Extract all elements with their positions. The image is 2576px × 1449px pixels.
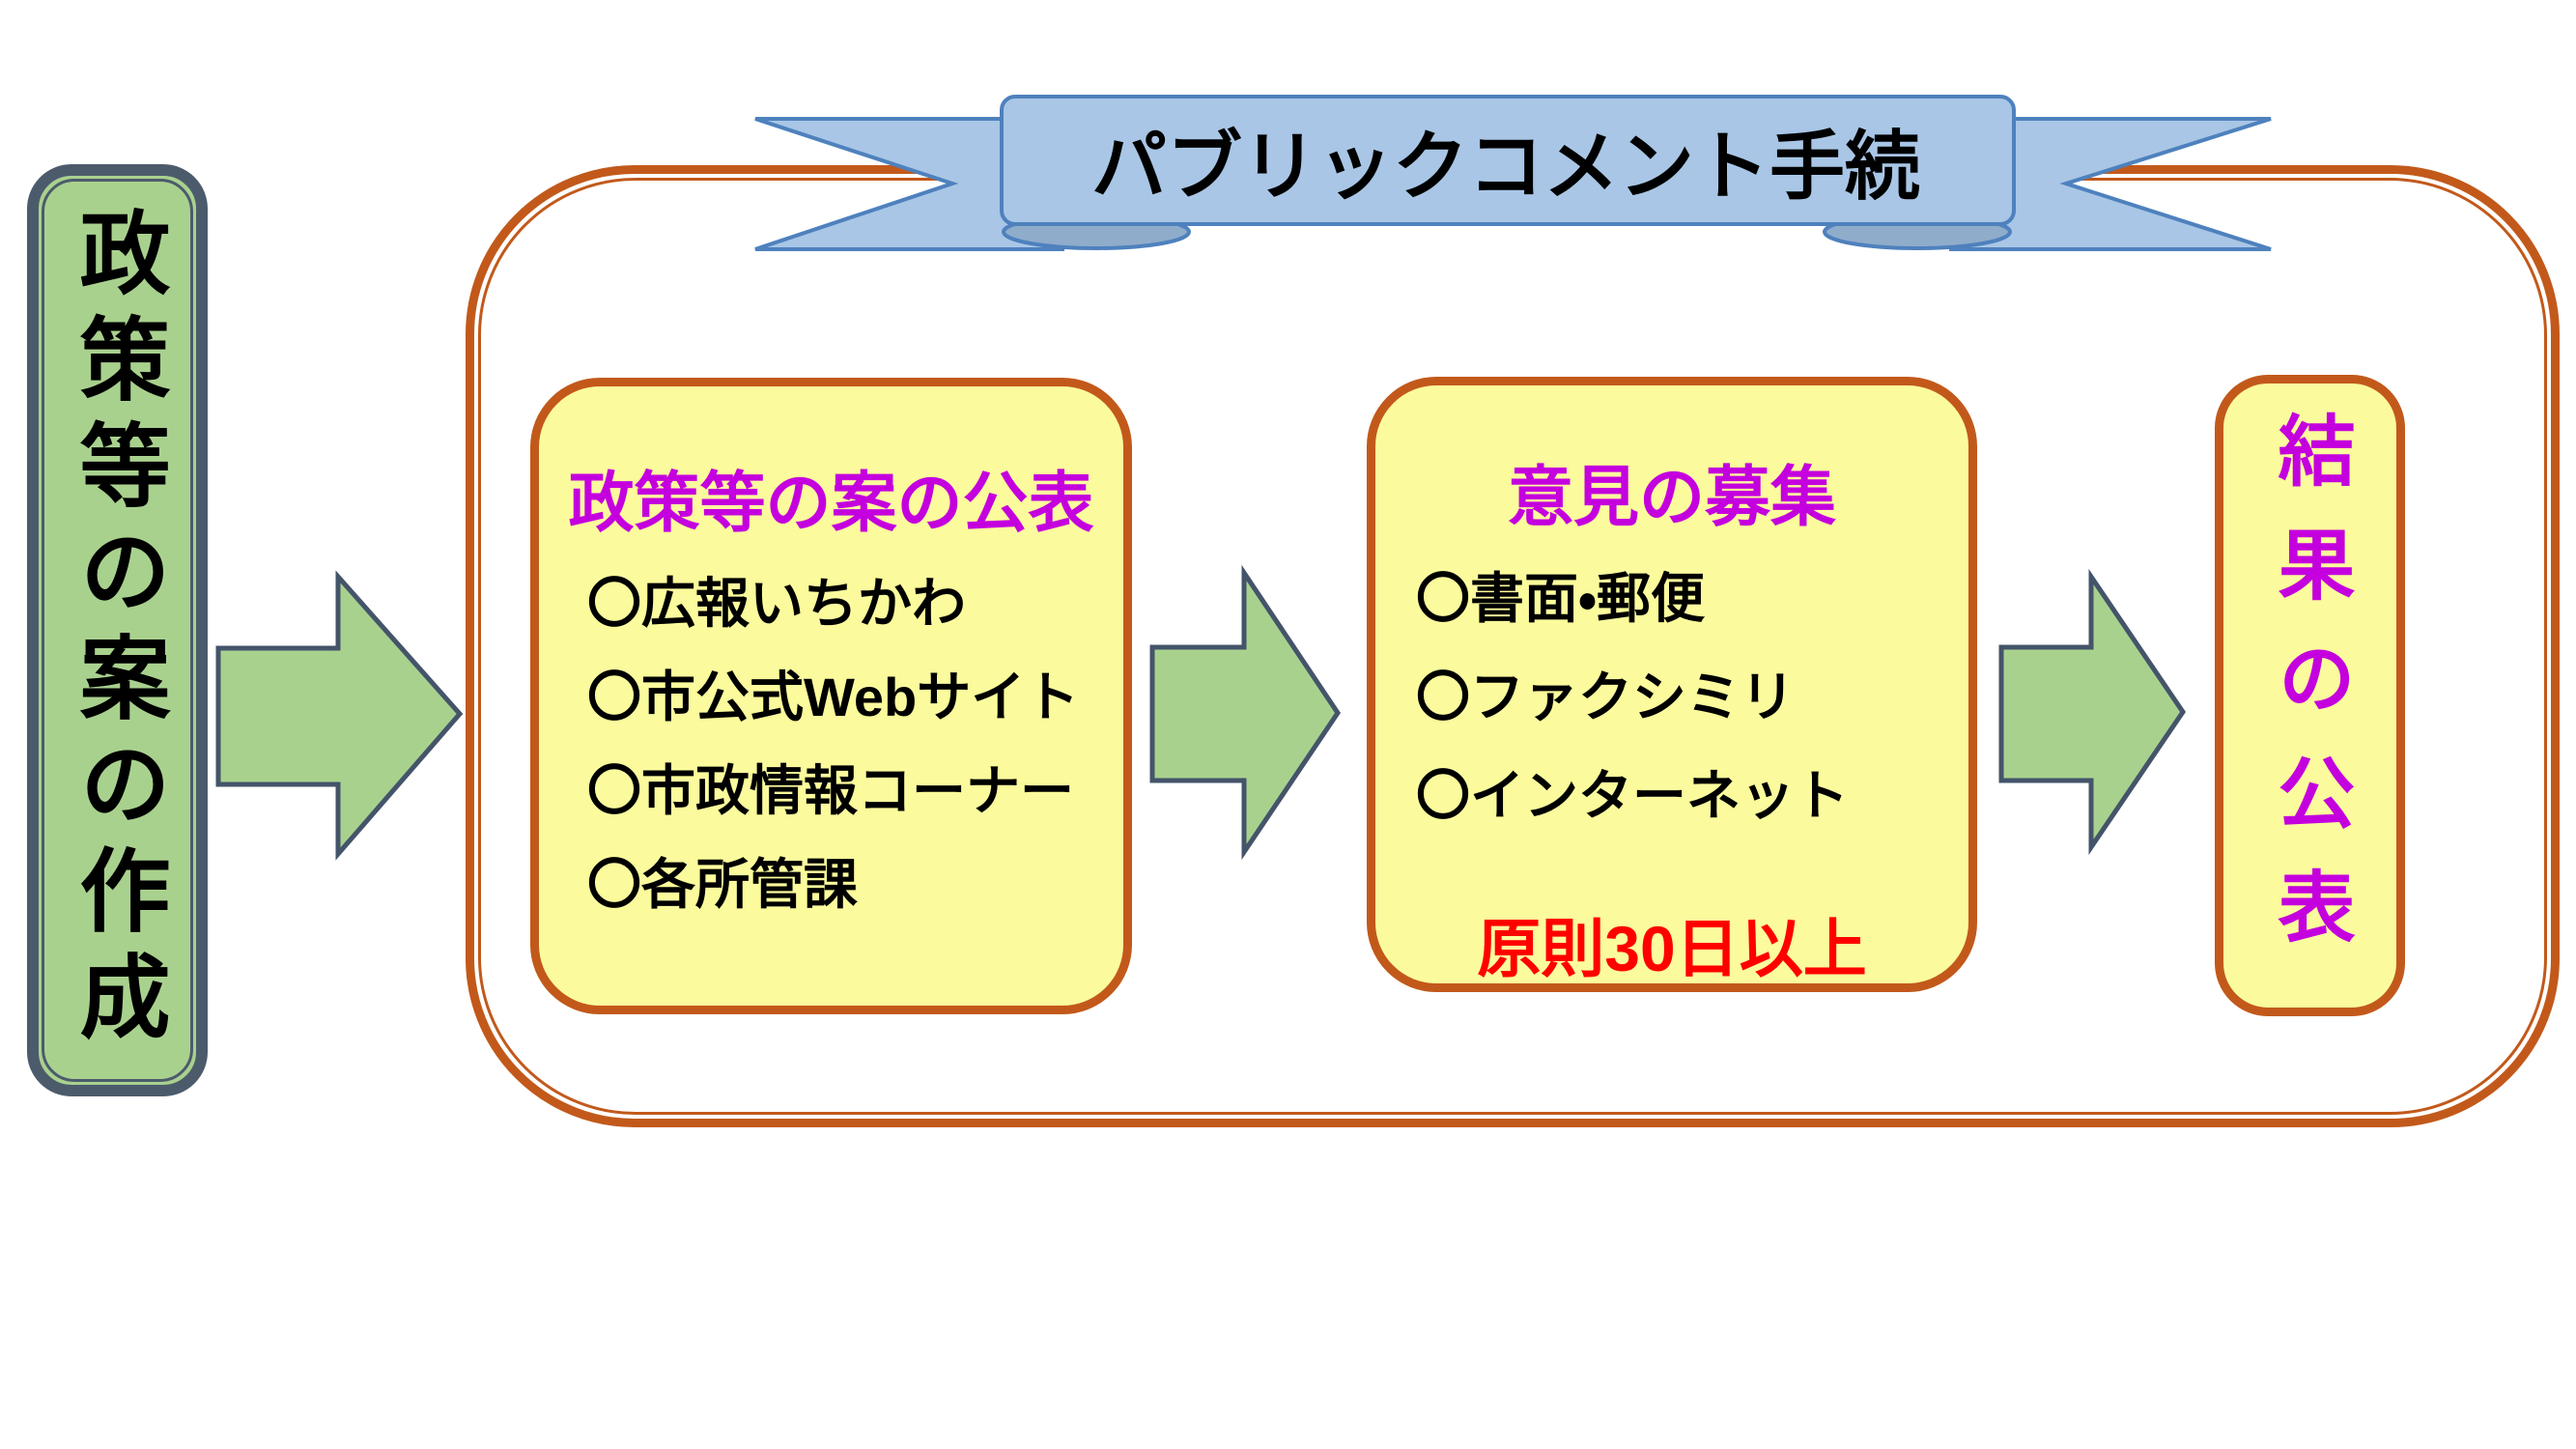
solicitation-box: 意見の募集 〇書面・郵便 〇ファクシミリ 〇インターネット 原則30日以上 [1367,377,1977,992]
solicitation-item: 〇書面・郵便 [1416,568,1706,629]
results-box: 結果の公表 [2215,375,2405,1016]
banner-title: パブリックコメント手続 [1090,124,1920,209]
publication-item: 〇各所管課 [587,854,858,915]
solicitation-item: 〇インターネット [1416,765,1849,826]
results-title: 結果の公表 [2267,411,2354,980]
publication-box: 政策等の案の公表 〇広報いちかわ 〇市公式Webサイト 〇市政情報コーナー 〇各… [530,378,1132,1014]
publication-title: 政策等の案の公表 [568,467,1094,540]
solicitation-item: 〇ファクシミリ [1416,667,1795,727]
publication-item-list: 〇広報いちかわ 〇市公式Webサイト 〇市政情報コーナー 〇各所管課 [539,556,1123,931]
publication-item: 〇市公式Webサイト [587,667,1080,727]
solicitation-item-list: 〇書面・郵便 〇ファクシミリ 〇インターネット [1375,550,1968,845]
policy-draft-label: 政策等の案の作成 [67,205,169,1056]
note-min-30-days: 原則30日以上 [1477,913,1867,984]
arrow-draft-to-publication [215,570,464,861]
policy-draft-box: 政策等の案の作成 [27,164,208,1096]
publication-item: 〇市政情報コーナー [587,760,1074,821]
solicitation-title: 意見の募集 [1507,461,1836,534]
publication-item: 〇広報いちかわ [587,573,966,634]
